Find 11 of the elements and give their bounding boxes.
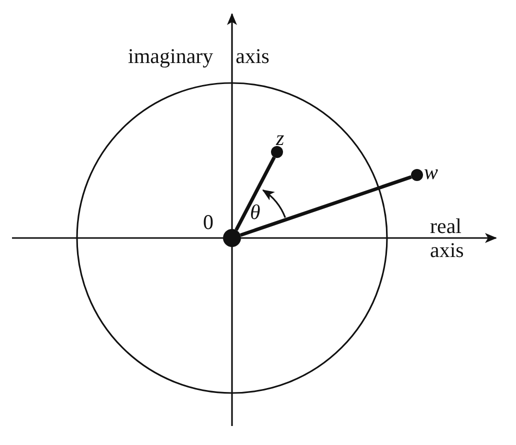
point-dot: [411, 169, 423, 181]
axis-label: imaginary axis: [128, 44, 270, 68]
angle-label: θ: [250, 200, 260, 224]
point-dot: [271, 146, 283, 158]
line-segment: [240, 175, 412, 237]
axis-label: real axis: [430, 214, 465, 262]
origin-dot: [223, 229, 241, 247]
point-label: w: [424, 160, 438, 184]
point-label: 0: [203, 210, 214, 234]
line-segment: [234, 156, 276, 231]
point-label: z: [276, 126, 284, 150]
